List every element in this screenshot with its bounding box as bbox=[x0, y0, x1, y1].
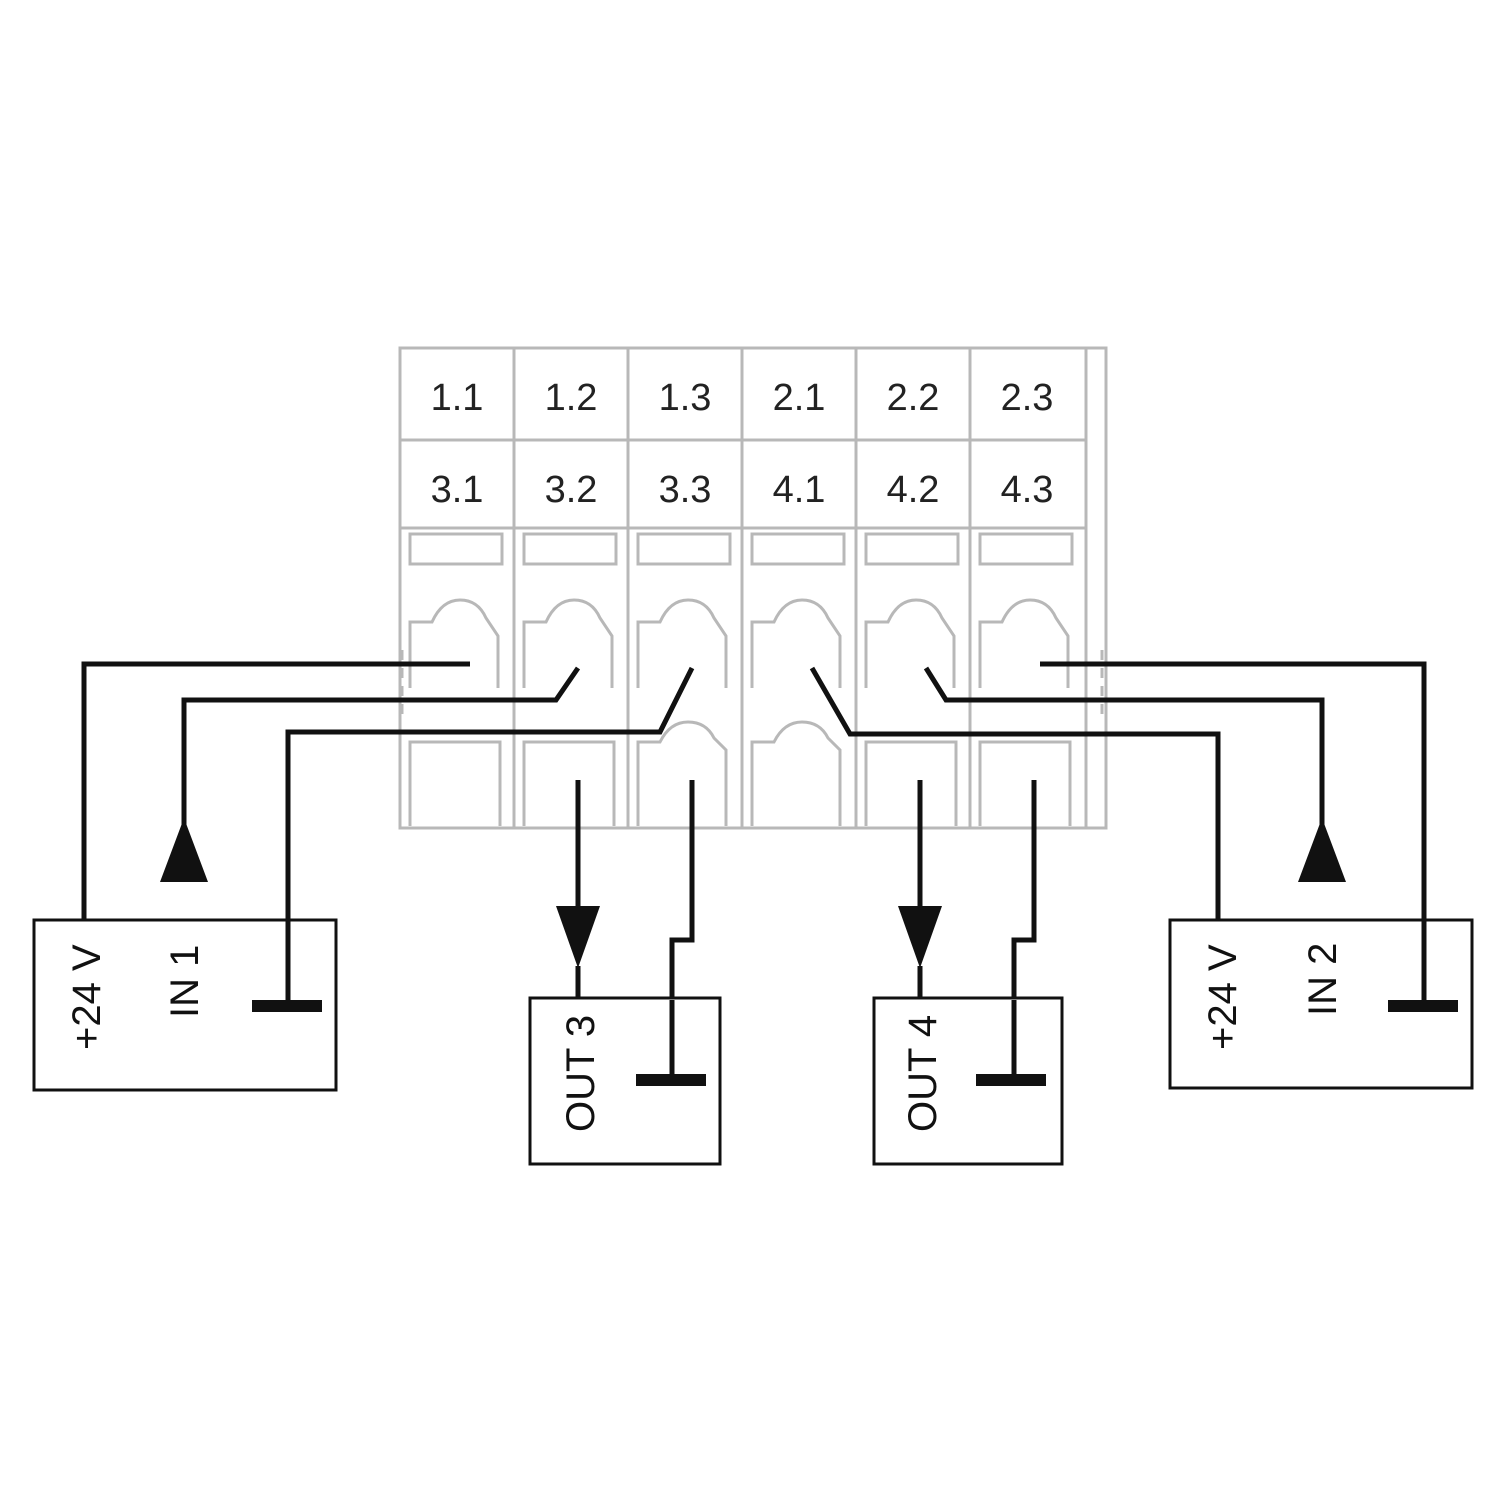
out3-label: OUT 3 bbox=[559, 1015, 603, 1132]
terminal-label-4-2: 4.2 bbox=[887, 469, 940, 511]
ground-symbol-icon bbox=[636, 1000, 706, 1086]
terminal-label-2-1: 2.1 bbox=[773, 377, 826, 419]
wire-right-24v bbox=[809, 666, 1221, 920]
wire-out3-ground bbox=[669, 780, 695, 1000]
out3-device: OUT 3 bbox=[528, 996, 722, 1166]
ground-symbol-icon bbox=[252, 920, 322, 1012]
wire-in1 bbox=[181, 666, 581, 880]
release-slot[interactable] bbox=[636, 532, 732, 566]
arrow-down-icon bbox=[556, 906, 600, 968]
wire-right-ground bbox=[1040, 661, 1427, 920]
terminal-label-2-3: 2.3 bbox=[1001, 377, 1054, 419]
terminal-label-4-1: 4.1 bbox=[773, 469, 826, 511]
terminal-label-1-1: 1.1 bbox=[431, 377, 484, 419]
release-slot[interactable] bbox=[750, 532, 846, 566]
terminal-label-1-2: 1.2 bbox=[545, 377, 598, 419]
wire-left-24v bbox=[81, 661, 470, 920]
arrow-up-icon bbox=[160, 818, 208, 882]
ground-symbol-icon bbox=[1388, 920, 1458, 1012]
out4-label: OUT 4 bbox=[901, 1015, 945, 1132]
release-slot[interactable] bbox=[864, 532, 960, 566]
right-supply-label: +24 V bbox=[1201, 944, 1245, 1050]
right-input-device: +24 V IN 2 bbox=[1168, 918, 1474, 1090]
terminal-label-4-3: 4.3 bbox=[1001, 469, 1054, 511]
in2-label: IN 2 bbox=[1301, 943, 1345, 1016]
ground-symbol-icon bbox=[976, 1000, 1046, 1086]
release-slot[interactable] bbox=[978, 532, 1074, 566]
wire-left-ground bbox=[285, 666, 695, 920]
wire-out4-ground bbox=[1011, 780, 1037, 1000]
terminal-label-1-3: 1.3 bbox=[659, 377, 712, 419]
wires bbox=[81, 661, 1427, 1000]
terminal-label-3-2: 3.2 bbox=[545, 469, 598, 511]
left-input-device: +24 V IN 1 bbox=[32, 918, 338, 1092]
terminal-label-3-1: 3.1 bbox=[431, 469, 484, 511]
wire-in2 bbox=[923, 666, 1325, 880]
upper-spring-clamp-icon bbox=[408, 598, 1070, 688]
arrow-down-icon bbox=[898, 906, 942, 968]
arrow-up-icon bbox=[1298, 818, 1346, 882]
in1-label: IN 1 bbox=[163, 945, 207, 1018]
terminal-label-2-2: 2.2 bbox=[887, 377, 940, 419]
terminal-label-3-3: 3.3 bbox=[659, 469, 712, 511]
terminal-block: 1.1 1.2 1.3 2.1 2.2 2.3 3.1 3.2 3.3 4.1 … bbox=[398, 346, 1108, 830]
lower-spring-clamp-icon bbox=[408, 720, 1072, 826]
left-supply-label: +24 V bbox=[65, 944, 109, 1050]
release-slot[interactable] bbox=[408, 532, 504, 566]
release-slot[interactable] bbox=[522, 532, 618, 566]
out4-device: OUT 4 bbox=[872, 996, 1064, 1166]
